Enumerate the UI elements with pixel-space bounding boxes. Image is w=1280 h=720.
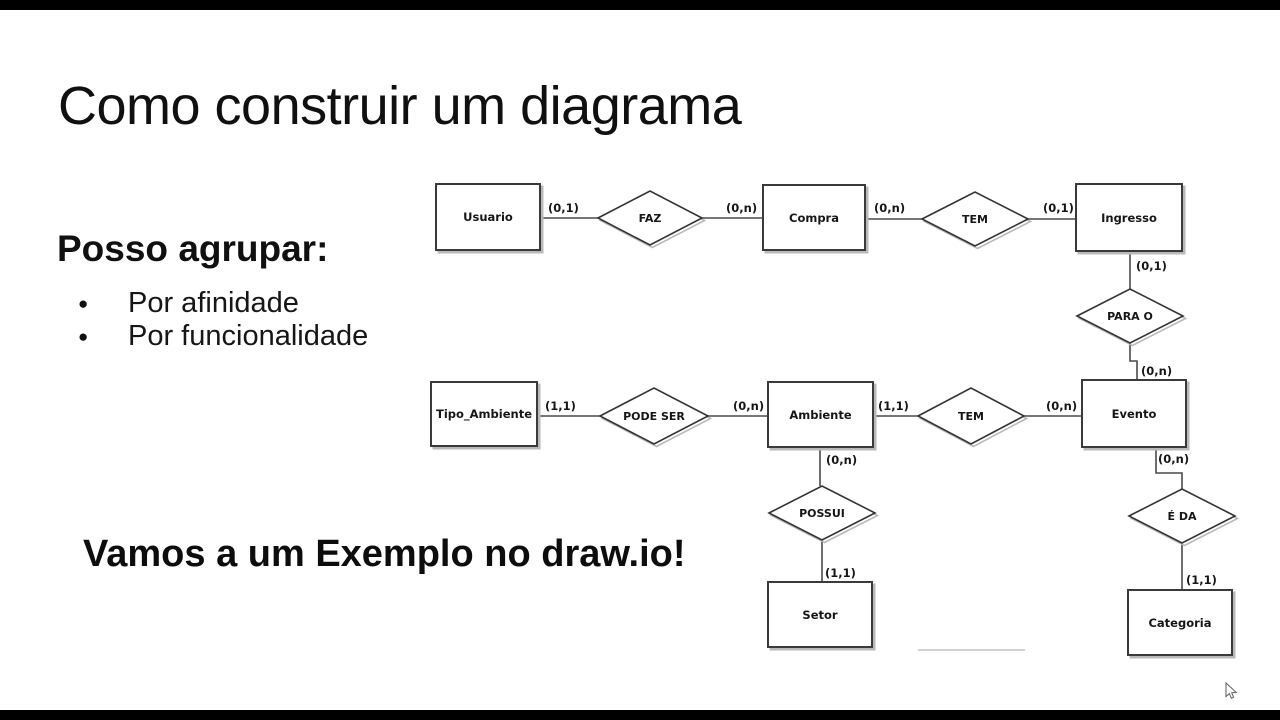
relationship-label-tem1: TEM <box>962 213 988 226</box>
entity-label: Categoria <box>1148 615 1212 630</box>
entity-setor: Setor <box>767 581 873 648</box>
page-title: Como construir um diagrama <box>58 76 742 136</box>
entity-label: Evento <box>1111 406 1157 421</box>
entity-label: Usuario <box>463 210 513 224</box>
cardinality-parao-evento: (0,n) <box>1141 364 1173 378</box>
connector-lines <box>538 217 1183 589</box>
entity-ingresso: Ingresso <box>1075 183 1183 252</box>
cardinality-ambiente-tem: (1,1) <box>878 399 909 413</box>
entity-tipo-ambiente: Tipo_Ambiente <box>430 381 538 447</box>
entity-evento: Evento <box>1081 379 1187 448</box>
group-heading: Posso agrupar: <box>57 228 329 269</box>
entity-label: Tipo_Ambiente <box>435 407 532 421</box>
relationship-label-faz: FAZ <box>638 212 662 225</box>
relationship-diamond-tem1 <box>920 191 1030 247</box>
relationship-diamond-para-o <box>1075 288 1185 344</box>
cardinality-possui-setor: (1,1) <box>825 566 856 580</box>
relationship-diamond-tem2 <box>916 387 1026 445</box>
relationship-diamond-possui <box>767 485 877 541</box>
bullet-list: ● Por afinidade ● Por funcionalidade <box>70 287 368 353</box>
letterbox-top <box>0 0 1280 10</box>
relationship-label-e-da: É DA <box>1167 510 1197 523</box>
relationship-label-pode-ser: PODE SER <box>623 410 685 423</box>
entity-categoria: Categoria <box>1127 589 1233 656</box>
entity-ambiente: Ambiente <box>767 381 874 448</box>
entity-compra: Compra <box>762 184 866 251</box>
cardinality-compra-tem: (0,n) <box>874 201 906 215</box>
entity-label: Compra <box>789 210 839 225</box>
cardinality-tem-ingresso: (0,1) <box>1043 201 1074 215</box>
cardinality-eda-categoria: (1,1) <box>1186 573 1217 587</box>
cardinality-evento-eda: (0,n) <box>1158 452 1190 466</box>
cardinality-faz-compra: (0,n) <box>726 201 758 215</box>
list-item: ● Por afinidade <box>70 287 368 320</box>
cardinality-usuario-faz: (0,1) <box>548 201 579 215</box>
bullet-icon: ● <box>78 326 89 346</box>
callout-text: Vamos a um Exemplo no draw.io! <box>83 533 686 575</box>
bullet-text: Por funcionalidade <box>128 320 369 352</box>
relationship-label-possui: POSSUI <box>799 507 845 520</box>
entity-usuario: Usuario <box>435 183 541 251</box>
bullet-icon: ● <box>78 293 89 313</box>
letterbox-bottom <box>0 710 1280 720</box>
connector-line <box>1155 448 1183 489</box>
relationship-label-para-o: PARA O <box>1107 310 1153 323</box>
cardinality-ingresso-parao: (0,1) <box>1136 259 1167 273</box>
cardinality-tipoambiente-podeser: (1,1) <box>545 399 576 413</box>
entity-label: Setor <box>802 607 838 622</box>
entity-label: Ingresso <box>1101 210 1157 225</box>
cardinality-ambiente-possui: (0,n) <box>826 453 858 467</box>
entity-label: Ambiente <box>789 407 852 422</box>
bullet-text: Por afinidade <box>128 287 299 319</box>
relationship-diamond-pode-ser <box>598 387 710 445</box>
relationship-label-tem2: TEM <box>958 410 984 423</box>
list-item: ● Por funcionalidade <box>70 320 368 353</box>
relationship-diamond-e-da <box>1127 488 1237 544</box>
connector-line <box>1129 343 1138 379</box>
mouse-cursor-icon <box>1225 682 1238 700</box>
cardinality-tem-evento: (0,n) <box>1046 399 1078 413</box>
cardinality-podeser-ambiente: (0,n) <box>733 399 765 413</box>
relationship-diamond-faz <box>596 190 704 246</box>
